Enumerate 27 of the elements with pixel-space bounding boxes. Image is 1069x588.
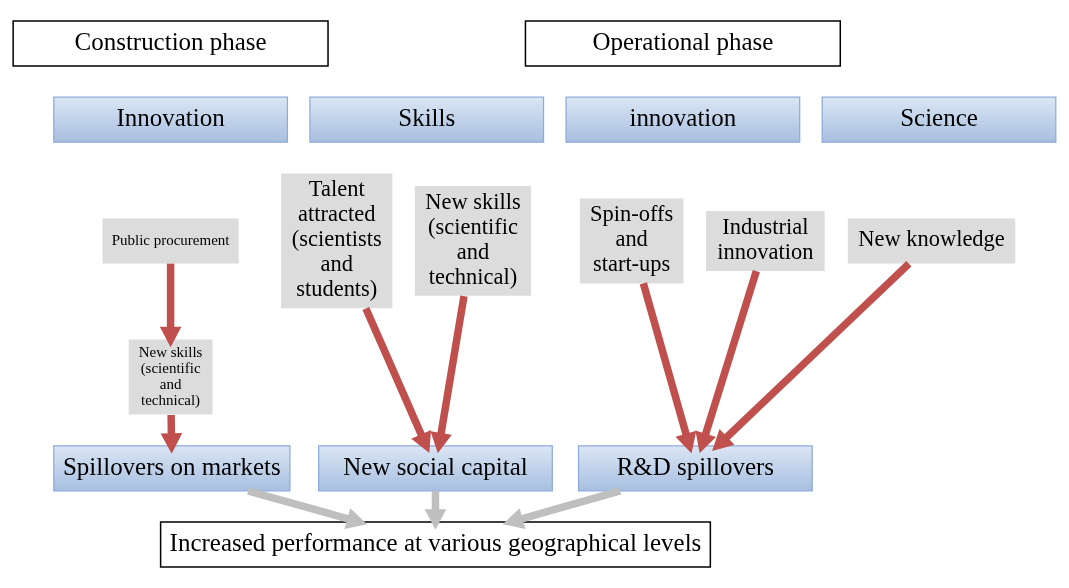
arrow: [430, 295, 468, 454]
arrow: [695, 269, 760, 454]
node-box: Construction phase: [12, 20, 329, 67]
node-box: Spillovers on markets: [53, 445, 291, 492]
arrow: [502, 487, 622, 529]
node-box: Science: [821, 96, 1057, 143]
node-box: New knowledge: [847, 218, 1016, 264]
arrow: [362, 306, 431, 454]
arrow: [247, 487, 368, 530]
node-box: New skills (scientific and technical): [128, 339, 213, 415]
node-box: R&D spillovers: [577, 445, 813, 492]
arrow: [159, 263, 182, 348]
node-box: Spin-offs and start-ups: [579, 198, 684, 284]
arrow: [639, 282, 697, 454]
node-box: Talent attracted (scientists and students): [281, 173, 393, 309]
node-box: innovation: [565, 96, 801, 143]
arrow: [160, 414, 183, 454]
node-box: Industrial innovation: [706, 210, 825, 271]
arrow: [424, 490, 447, 530]
node-box: Public procurement: [102, 218, 239, 264]
arrow: [712, 261, 912, 452]
node-box: Innovation: [53, 96, 289, 143]
node-box: New skills (scientific and technical): [414, 185, 532, 296]
node-box: New social capital: [318, 445, 553, 492]
node-box: Increased performance at various geographical levels: [159, 521, 712, 568]
node-box: Operational phase: [524, 20, 842, 67]
node-box: Skills: [309, 96, 545, 143]
